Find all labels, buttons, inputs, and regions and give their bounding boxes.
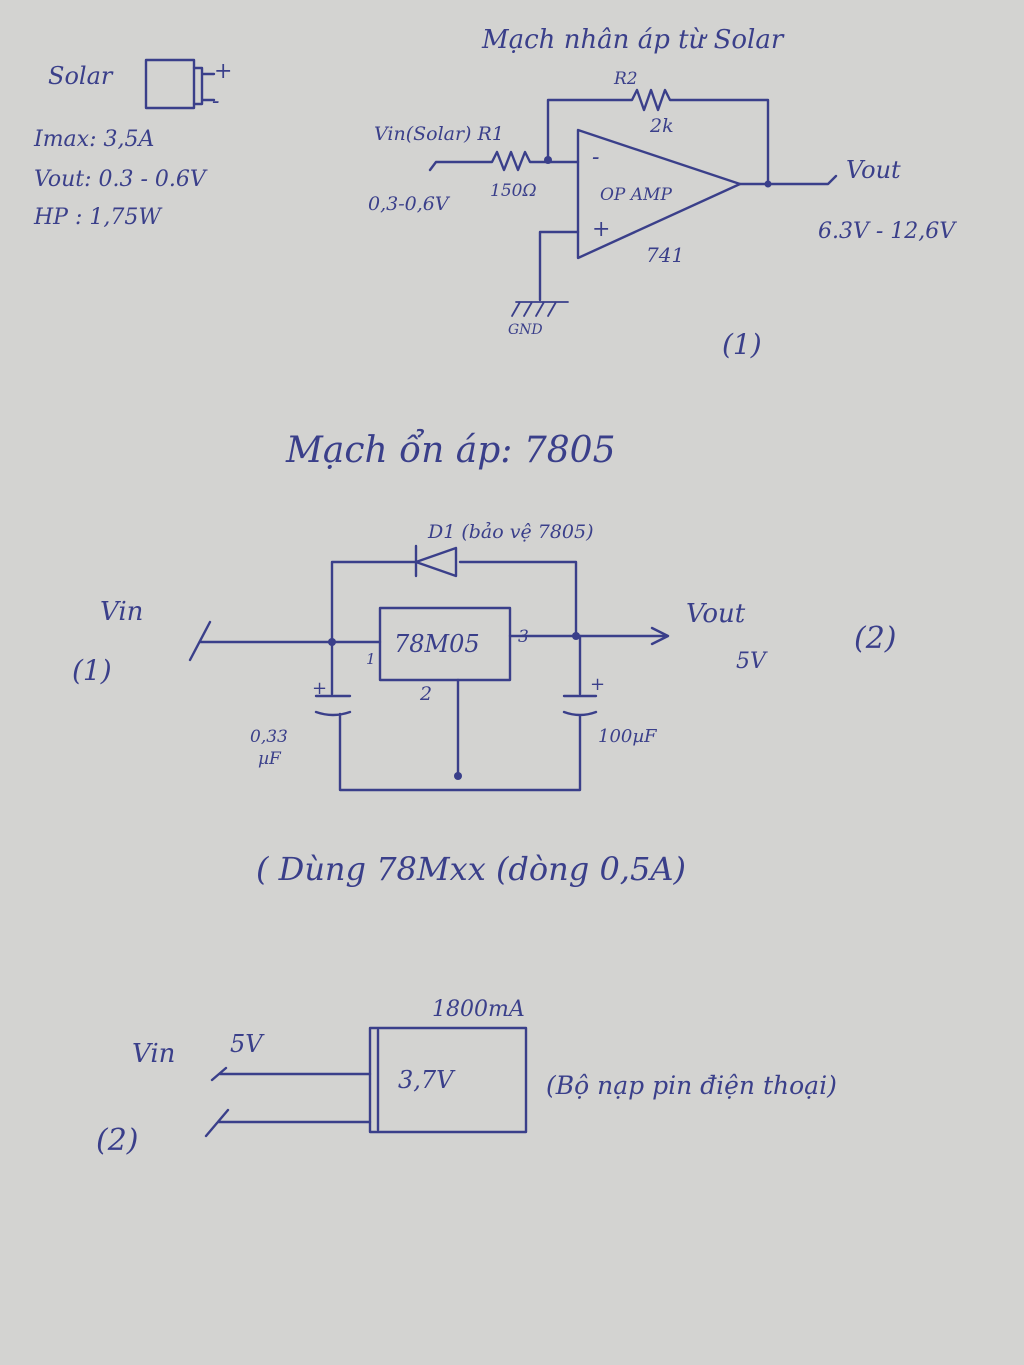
battery-voltage: 3,7V [398, 1066, 456, 1094]
diode-bypass-wire [330, 560, 578, 642]
regulator-number: (2) [854, 621, 897, 656]
solar-panel-terminals [192, 66, 216, 106]
charger-vin-value: 5V [230, 1030, 265, 1058]
charger-wire-plus [210, 1066, 372, 1082]
ground-junction-dot [454, 772, 462, 780]
solar-plus-sign: + [214, 59, 232, 84]
r2-label: R2 [613, 69, 638, 89]
regulator-note: ( Dùng 78Mxx (dòng 0,5A) [256, 850, 686, 888]
c2-value: 100µF [598, 726, 658, 747]
r1-value: 150Ω [490, 181, 537, 201]
solar-minus-sign: - [212, 89, 219, 114]
charger-vin-label: Vin [132, 1039, 175, 1069]
opamp-minus: - [592, 145, 599, 170]
solar-vout: Vout: 0.3 - 0.6V [34, 167, 208, 192]
amp-circuit-number: (1) [722, 328, 762, 361]
ic-label: 78M05 [394, 630, 480, 658]
regulator-circuit: Mạch ổn áp: 7805 D1 (bảo vệ 7805) Vin (1… [72, 429, 897, 792]
opamp-label: OP AMP [600, 185, 672, 205]
charger-note: (Bộ nạp pin điện thoại) [546, 1071, 837, 1100]
input-wire-r1 [428, 150, 580, 172]
diode-symbol [414, 544, 458, 578]
charger-vin-ref: (2) [96, 1123, 139, 1158]
charger-wire-minus [204, 1108, 372, 1138]
ground-wire [538, 230, 580, 302]
vin-solar-label: Vin(Solar) R1 [374, 123, 504, 145]
regulator-vin-label: Vin [100, 597, 143, 627]
inverting-junction-dot [544, 156, 552, 164]
charger-block: 1800mA Vin 5V (2) 3,7V (Bộ nạp pin điện … [96, 997, 837, 1158]
battery-capacity: 1800mA [432, 997, 525, 1022]
regulator-vout-label: Vout [686, 599, 746, 629]
opamp-model: 741 [646, 243, 684, 267]
c1-plus: + [312, 678, 327, 699]
amp-circuit: Mạch nhân áp từ Solar R2 2k Vin(Solar) R… [368, 25, 957, 361]
regulator-title: Mạch ổn áp: 7805 [285, 429, 615, 471]
ground-hatch [511, 301, 569, 317]
solar-spec-block: Solar + - Imax: 3,5A Vout: 0.3 - 0.6V HP… [33, 58, 232, 230]
regulator-ic [378, 606, 512, 682]
regulator-input-wire [188, 620, 382, 662]
c1-value: 0,33 [250, 727, 288, 747]
solar-power: HP : 1,75W [33, 205, 163, 230]
opamp-plus: + [592, 217, 610, 242]
solar-panel-symbol [144, 58, 196, 110]
input-capacitor [314, 634, 598, 792]
ic-pin1: 1 [366, 650, 376, 668]
vin-range: 0,3-0,6V [368, 193, 451, 215]
vout-range: 6.3V - 12,6V [818, 219, 957, 244]
opamp-triangle [576, 128, 742, 260]
c2-plus: + [590, 674, 605, 695]
output-junction-dot-2 [572, 632, 580, 640]
ic-pin2: 2 [419, 683, 432, 705]
solar-imax: Imax: 3,5A [33, 127, 154, 152]
output-junction-dot [764, 180, 772, 188]
regulator-vout-value: 5V [736, 649, 768, 674]
solar-title: Solar [48, 62, 114, 90]
regulator-output-wire [508, 626, 670, 646]
c1-unit: µF [258, 749, 282, 769]
ground-label: GND [508, 322, 543, 338]
amp-circuit-title: Mạch nhân áp từ Solar [481, 25, 785, 55]
feedback-wire [546, 88, 770, 186]
vout-label: Vout [846, 156, 901, 184]
regulator-vin-ref: (1) [72, 654, 112, 687]
battery-box [368, 1026, 528, 1134]
r2-value: 2k [649, 115, 674, 137]
diode-label: D1 (bảo vệ 7805) [427, 521, 594, 543]
